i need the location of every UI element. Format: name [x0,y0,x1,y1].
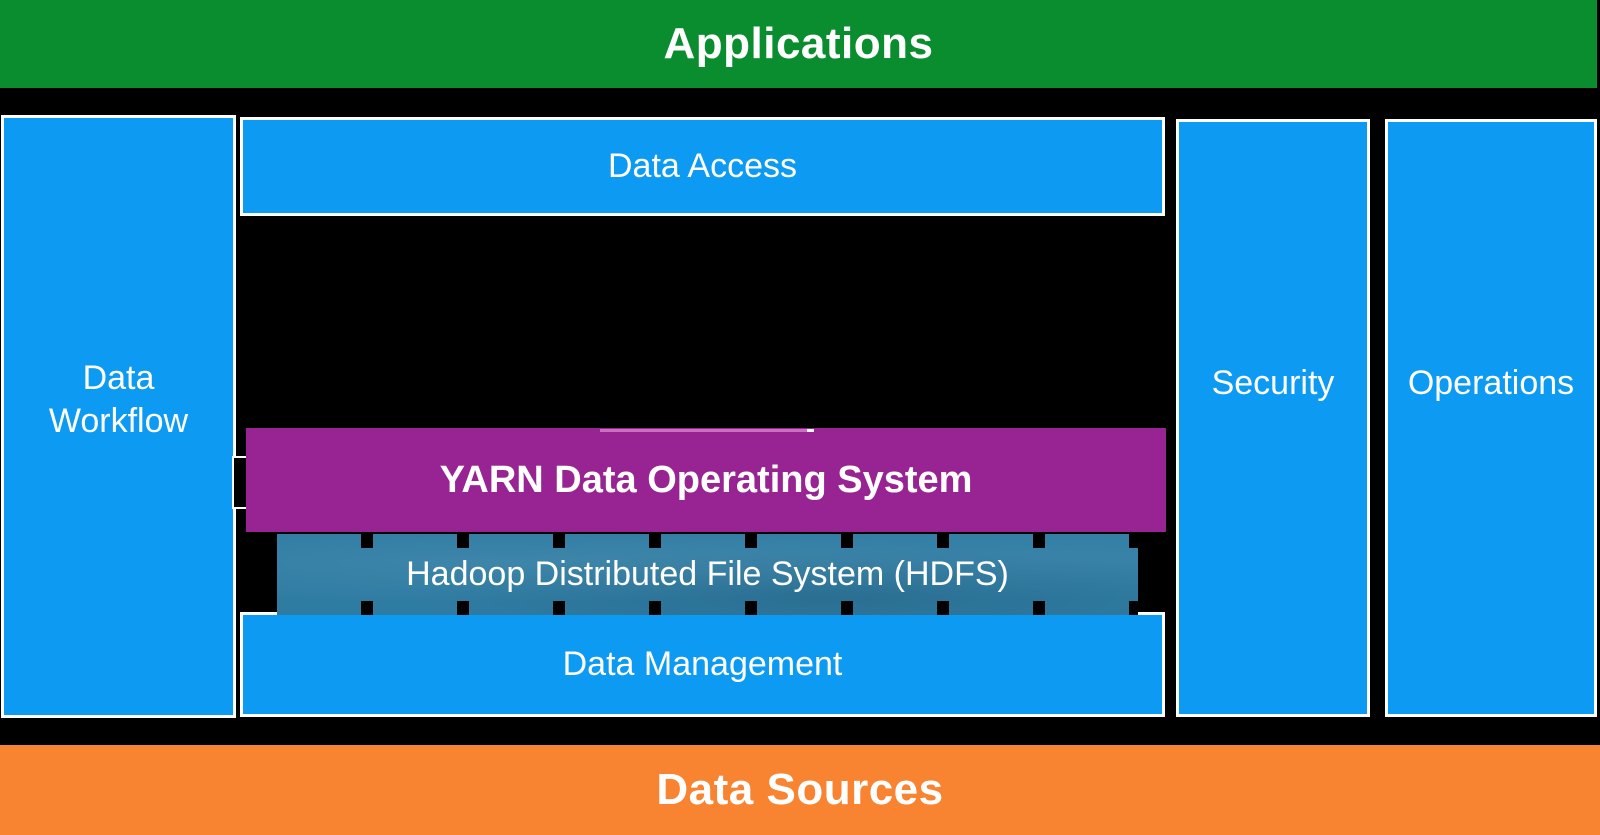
hdfs-tick-row-bottom [277,601,1138,615]
data-management-label: Data Management [562,645,843,683]
operations-column: Operations [1385,119,1597,717]
hdfs-label: Hadoop Distributed File System (HDFS) [406,555,1009,593]
yarn-label: YARN Data Operating System [439,458,973,501]
hdfs-tick-row-top [277,534,1138,548]
data-workflow-column: Data Workflow [1,115,236,718]
yarn-top-highlight-dash [807,429,814,432]
data-access-bar: Data Access [240,117,1165,216]
data-sources-label: Data Sources [656,765,944,814]
security-column: Security [1176,119,1370,717]
data-workflow-label: Data Workflow [48,359,189,440]
data-management-bar: Data Management [240,612,1165,717]
applications-label: Applications [663,19,934,68]
hdfs-bar: Hadoop Distributed File System (HDFS) [277,534,1138,615]
yarn-bar: YARN Data Operating System [246,428,1166,532]
security-label: Security [1211,363,1335,402]
data-sources-bar: Data Sources [0,745,1600,835]
data-access-label: Data Access [608,147,797,185]
applications-bar: Applications [0,0,1597,88]
operations-label: Operations [1407,363,1575,402]
yarn-top-highlight [600,429,810,432]
